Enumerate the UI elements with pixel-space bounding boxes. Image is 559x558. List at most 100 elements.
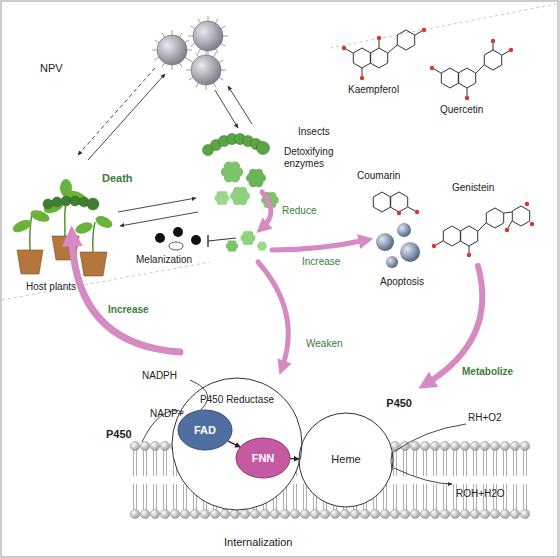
caterpillar bbox=[52, 197, 62, 207]
chemical-structures bbox=[443, 226, 460, 246]
text-label: Insects bbox=[298, 126, 330, 138]
chemical-structures bbox=[397, 30, 414, 50]
virus-particles bbox=[208, 16, 209, 21]
chemical-structures bbox=[390, 192, 407, 212]
chemical-structures bbox=[467, 253, 471, 257]
apoptosis-cells bbox=[376, 233, 394, 251]
interaction-arrows bbox=[120, 212, 198, 226]
virus-particles bbox=[189, 78, 193, 81]
chemical-structures bbox=[465, 96, 469, 100]
protein-fill bbox=[299, 413, 393, 507]
caterpillar bbox=[257, 142, 270, 155]
text-label: Death bbox=[102, 172, 133, 185]
chemical-structures bbox=[505, 228, 509, 232]
node-text: P450 Reductase bbox=[172, 394, 302, 406]
melanization-symbol bbox=[208, 238, 236, 241]
caterpillar bbox=[43, 199, 53, 209]
chemical-structures bbox=[415, 210, 419, 214]
chemical-structures bbox=[512, 206, 529, 226]
text-label: Kaempferol bbox=[348, 84, 399, 96]
apoptosis-cells bbox=[400, 242, 420, 262]
text-label: NPV bbox=[40, 62, 63, 75]
chemical-structures bbox=[397, 211, 401, 215]
text-label: Reduce bbox=[282, 205, 316, 217]
chemical-structures bbox=[346, 49, 353, 53]
chemical-structures bbox=[491, 39, 495, 43]
virus-particles bbox=[214, 53, 217, 57]
chemical-structures bbox=[342, 28, 534, 257]
host-plants bbox=[80, 252, 107, 276]
chemical-structures bbox=[388, 45, 397, 53]
fnn-ellipse: FNN bbox=[236, 438, 290, 478]
reaction-lines bbox=[394, 424, 466, 452]
chemical-structures bbox=[434, 69, 441, 73]
text-label: Increase bbox=[302, 256, 340, 268]
virus-particles bbox=[186, 70, 191, 71]
host-plants bbox=[11, 217, 33, 235]
caterpillar bbox=[87, 198, 99, 210]
caterpillar bbox=[70, 196, 80, 206]
node-text: FNN bbox=[236, 452, 290, 465]
protein-fill bbox=[172, 378, 302, 510]
melanization-symbol bbox=[173, 227, 183, 237]
enzyme-blobs bbox=[227, 167, 238, 178]
caterpillar bbox=[43, 134, 270, 211]
host-plants bbox=[60, 179, 72, 197]
virus-particles bbox=[157, 35, 187, 65]
virus-particles bbox=[196, 53, 199, 57]
node-text: Heme bbox=[300, 453, 392, 466]
node-text: P450 bbox=[386, 397, 412, 410]
chemical-structures bbox=[508, 221, 512, 228]
heme-circle bbox=[299, 413, 393, 507]
process-arrows bbox=[262, 192, 271, 228]
heme-circle: P450Heme bbox=[300, 395, 412, 509]
virus-particles bbox=[216, 19, 219, 23]
virus-particles bbox=[221, 44, 225, 47]
chemical-structures bbox=[370, 48, 387, 68]
host-plants bbox=[94, 214, 115, 231]
melanization-symbol bbox=[207, 235, 208, 247]
virus-particles bbox=[221, 70, 226, 71]
fad-ellipse bbox=[178, 410, 232, 450]
chemical-structures bbox=[486, 208, 503, 228]
enzyme-blobs bbox=[260, 244, 265, 249]
virus-particles bbox=[191, 26, 195, 29]
host-plants bbox=[11, 179, 114, 276]
melanization-symbol bbox=[155, 233, 165, 243]
enzyme-blobs bbox=[235, 191, 245, 201]
virus-particles bbox=[152, 50, 157, 51]
virus-particles bbox=[193, 21, 223, 51]
virus-particles bbox=[219, 60, 223, 63]
process-arrows bbox=[272, 240, 366, 250]
fad-ellipse: FAD bbox=[178, 410, 232, 450]
virus-particles bbox=[162, 33, 165, 37]
fnn-ellipse bbox=[236, 438, 290, 478]
melanization-symbol bbox=[169, 242, 183, 250]
text-label: P450 bbox=[106, 428, 132, 441]
connector-arrow bbox=[228, 441, 241, 447]
chemical-structures bbox=[460, 226, 477, 246]
divider-line bbox=[2, 4, 556, 300]
enzyme-blobs bbox=[229, 243, 235, 249]
reductase-circle: P450 ReductaseFAD FNN bbox=[172, 378, 302, 510]
chemical-structures bbox=[377, 36, 381, 40]
connector-arrow bbox=[290, 458, 299, 459]
apoptosis-cells bbox=[386, 256, 398, 268]
text-label: Genistein bbox=[452, 182, 494, 194]
chemical-structures bbox=[408, 207, 415, 211]
virus-particles bbox=[180, 63, 183, 67]
chemical-structures bbox=[525, 202, 529, 206]
chemical-structures bbox=[467, 88, 468, 96]
virus-particles bbox=[191, 55, 221, 85]
text-label: Metabolize bbox=[462, 366, 513, 378]
virus-particles bbox=[180, 33, 183, 37]
host-plants bbox=[74, 220, 94, 236]
chemical-structures bbox=[436, 241, 443, 245]
host-plants bbox=[30, 214, 32, 250]
reductase-circle bbox=[172, 378, 302, 510]
virus-particles bbox=[198, 49, 201, 53]
virus-particles bbox=[152, 16, 228, 90]
host-plants bbox=[93, 222, 95, 252]
